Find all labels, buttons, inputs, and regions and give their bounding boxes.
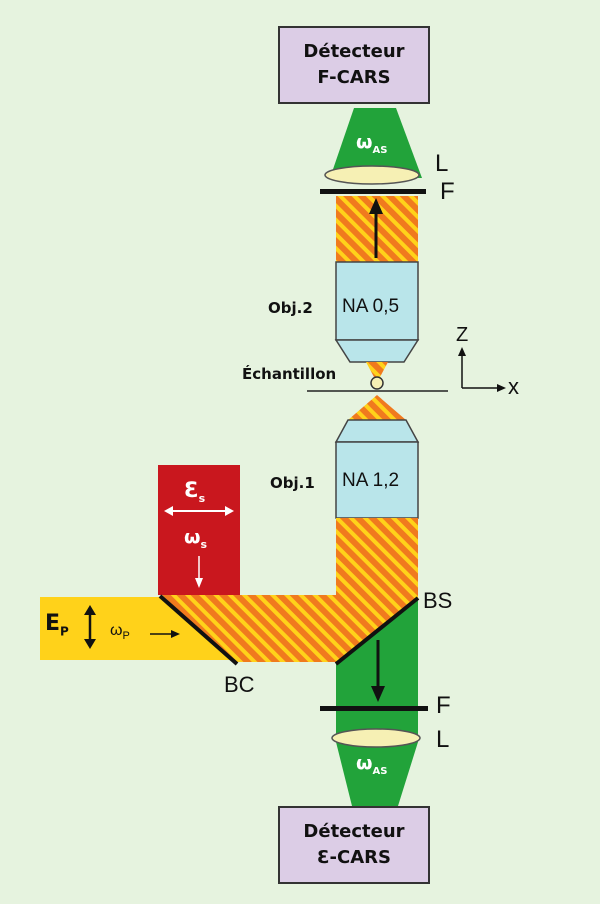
filter-label-bottom: F <box>436 692 451 719</box>
x-axis-label: x <box>508 374 519 399</box>
beam-combiner-mirror <box>158 594 239 666</box>
pump-prop-arrow <box>171 630 180 638</box>
sample-label: Échantillon <box>242 365 337 383</box>
pump-field-label: EP <box>45 611 69 639</box>
bottom-lens <box>331 728 421 748</box>
combined-beam <box>162 518 418 662</box>
detector-bottom-line2: Ɛ-CARS <box>317 847 391 868</box>
detector-bottom-line1: Détecteur <box>303 821 405 842</box>
objective-2-body <box>335 261 419 341</box>
sample-point <box>370 376 384 390</box>
objective-1-tip <box>334 419 420 443</box>
filter-label-top: F <box>440 178 455 205</box>
x-axis-arrow <box>497 384 506 392</box>
lens-label-bottom: L <box>436 726 450 753</box>
detector-top-line2: F-CARS <box>317 67 391 88</box>
objective-2-na: NA 0,5 <box>342 296 400 317</box>
beam-splitter-label: BS <box>423 588 453 613</box>
omega-as-bottom: ωAS <box>356 752 388 777</box>
lens-label-top: L <box>435 150 449 177</box>
stokes-pol-arrow-right <box>225 506 234 516</box>
detector-e-cars: Détecteur Ɛ-CARS <box>278 806 430 884</box>
objective-1-body <box>335 441 419 519</box>
stokes-field-label: Ɛs <box>184 478 206 506</box>
bottom-filter <box>320 706 428 711</box>
anti-stokes-cone-top <box>330 108 422 178</box>
pump-pol-arrow-down <box>84 639 96 649</box>
pump-freq-label: ωP <box>110 622 130 643</box>
anti-stokes-cone-bottom <box>336 742 418 806</box>
objective-2-label: Obj.2 <box>268 299 313 317</box>
omega-as-top: ωAS <box>356 131 388 156</box>
beam-combiner-label: BC <box>224 672 255 697</box>
pump-pol-arrow-up <box>84 605 96 615</box>
focus-cone <box>348 395 406 420</box>
beam-splitter-mirror <box>334 596 420 666</box>
objective-1-label: Obj.1 <box>270 474 315 492</box>
objective-1-na: NA 1,2 <box>342 470 400 491</box>
detector-top-line1: Détecteur <box>303 41 405 62</box>
up-arrow <box>369 198 383 214</box>
z-axis-arrow <box>458 347 466 356</box>
stokes-prop-arrow <box>195 578 203 588</box>
stokes-freq-label: ωs <box>184 526 208 551</box>
down-arrow <box>371 686 385 702</box>
top-lens <box>324 165 420 185</box>
detector-f-cars: Détecteur F-CARS <box>278 26 430 104</box>
z-axis-label: Z <box>456 324 469 346</box>
top-filter <box>320 189 426 194</box>
objective-2-tip <box>334 339 420 363</box>
stokes-pol-arrow-left <box>164 506 173 516</box>
